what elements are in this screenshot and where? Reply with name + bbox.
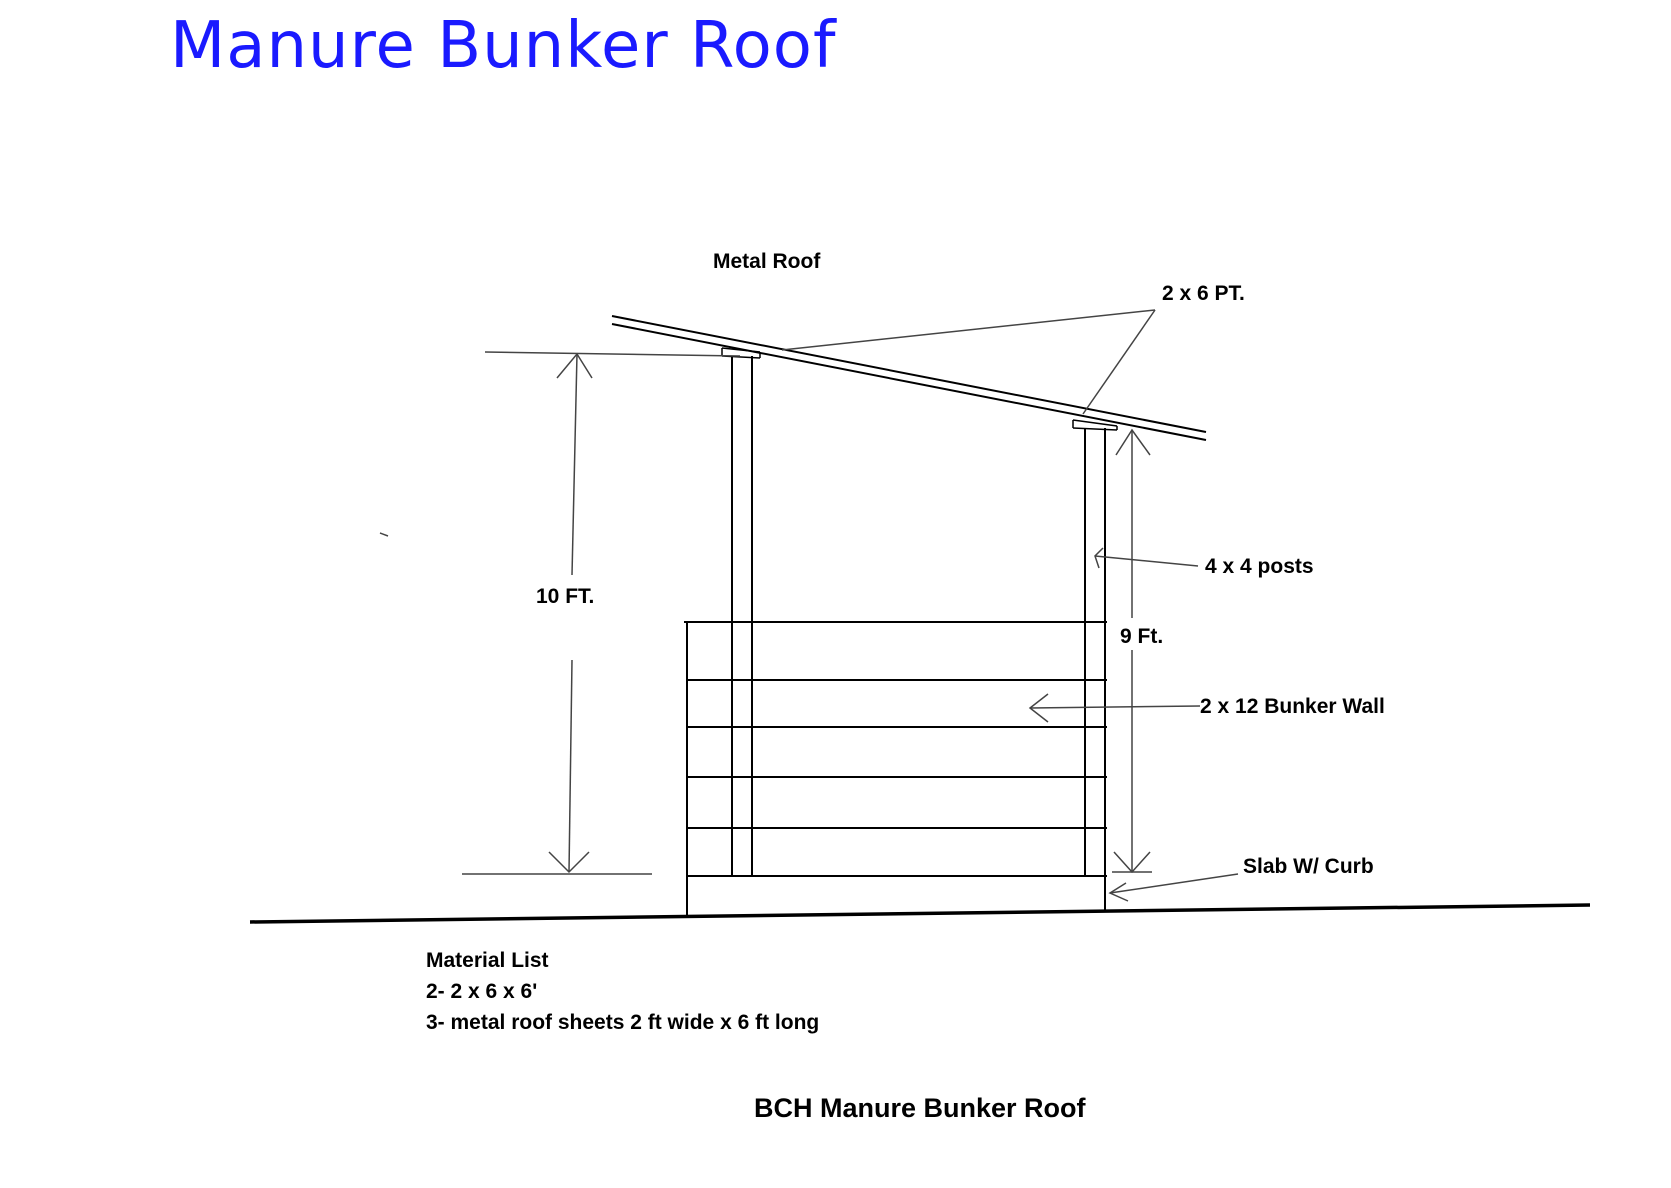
extension-line: [484, 351, 741, 357]
ground-line: [249, 903, 1591, 924]
diagram-caption: BCH Manure Bunker Roof: [754, 1093, 1087, 1123]
block-line: [1072, 427, 1118, 431]
metal-roof: [611, 315, 1207, 441]
page-title: Manure Bunker Roof: [170, 9, 837, 83]
block-line: [1072, 419, 1118, 427]
arrow-head-up: [556, 352, 593, 379]
nine-ft-label: 9 Ft.: [1120, 625, 1163, 648]
arrow-head-up: [1115, 428, 1151, 456]
arrow-head: [1028, 693, 1049, 723]
leader-line: [1094, 555, 1199, 567]
roof-top-edge: [611, 315, 1207, 433]
leader-line: [1082, 309, 1156, 415]
two-by-six-leader: [781, 309, 1156, 415]
material-list-item: 3- metal roof sheets 2 ft wide x 6 ft lo…: [426, 1011, 819, 1034]
material-list-heading: Material List: [426, 949, 549, 972]
right-2x6-block: [1072, 419, 1118, 431]
four-by-four-leader: [1094, 547, 1199, 569]
bunker-wall-leader: [1028, 693, 1201, 723]
bunker-wall-label: 2 x 12 Bunker Wall: [1200, 695, 1385, 718]
arrow-head-down: [1113, 851, 1151, 874]
arrow-head-down: [548, 851, 590, 874]
slab-leader: [1108, 873, 1239, 902]
dimension-line: [571, 353, 578, 576]
ten-ft-label: 10 FT.: [536, 585, 594, 608]
material-list-item: 2- 2 x 6 x 6': [426, 980, 537, 1003]
arrow-head: [1094, 547, 1104, 569]
stray-mark: [379, 532, 389, 537]
slab-label: Slab W/ Curb: [1243, 855, 1374, 878]
left-post: [731, 356, 753, 875]
leader-line: [1109, 873, 1239, 894]
ten-ft-dimension: [462, 351, 741, 875]
dimension-line: [568, 659, 573, 873]
metal-roof-label: Metal Roof: [713, 250, 821, 273]
arrow-head: [1108, 882, 1129, 902]
leader-line: [781, 309, 1156, 351]
nine-ft-dimension: [1112, 428, 1152, 874]
right-post: [1084, 428, 1106, 875]
bunker-wall: [684, 621, 1107, 829]
two-by-six-label: 2 x 6 PT.: [1162, 282, 1245, 305]
roof-bottom-edge: [611, 323, 1207, 441]
material-list: Material List 2- 2 x 6 x 6' 3- metal roo…: [426, 949, 819, 1034]
leader-line: [1029, 705, 1201, 709]
four-by-four-label: 4 x 4 posts: [1205, 555, 1314, 578]
